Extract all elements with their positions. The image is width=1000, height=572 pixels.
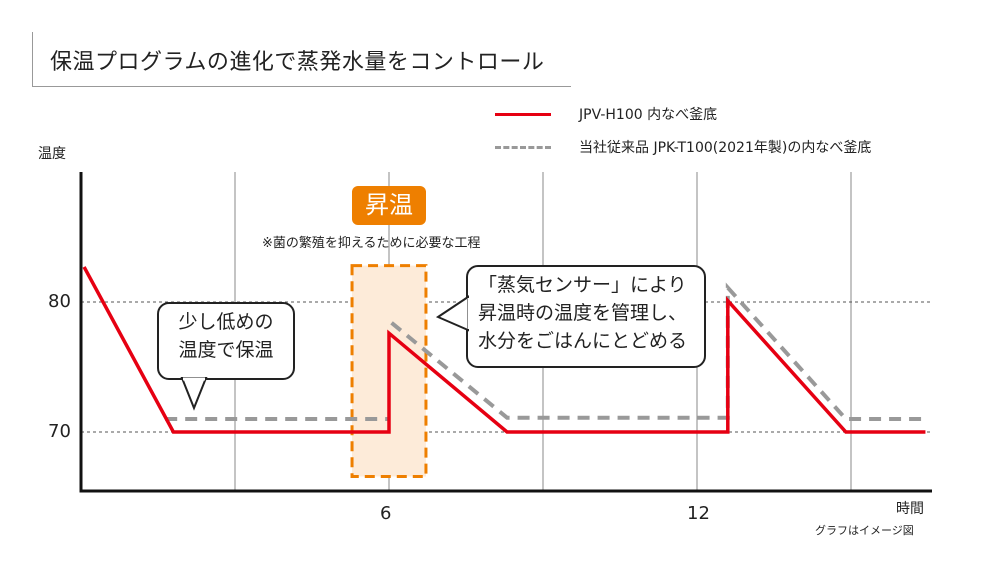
chart-title: 保温プログラムの進化で蒸発水量をコントロール (50, 50, 545, 75)
legend-label: JPV-H100 内なべ釜底 (579, 107, 718, 123)
callout-low-temp: 少し低めの 温度で保温 (157, 302, 295, 380)
x-tick-6: 6 (380, 503, 392, 524)
legend-item-jpv: JPV-H100 内なべ釜底 (495, 104, 717, 124)
legend-swatch-dashed (495, 145, 551, 149)
callout-line: 「蒸気センサー」により (478, 274, 687, 296)
title-frame (32, 32, 571, 87)
heating-note: ※菌の繁殖を抑えるために必要な工程 (262, 236, 481, 251)
callout-line: 昇温時の温度を管理し、 (478, 302, 688, 324)
y-tick-70: 70 (48, 421, 71, 442)
legend-label: 当社従来品 JPK-T100(2021年製)の内なべ釜底 (579, 140, 872, 156)
legend-swatch-solid (495, 112, 551, 116)
y-tick-80: 80 (48, 291, 71, 312)
series-line-jpv (82, 266, 926, 434)
heating-badge: 昇温 (352, 186, 426, 225)
callout-line: 温度で保温 (178, 339, 274, 361)
series-line-jpk (390, 282, 926, 421)
y-axis-label: 温度 (38, 146, 66, 162)
callout-line: 少し低めの (178, 311, 274, 333)
image-note: グラフはイメージ図 (815, 524, 914, 537)
legend-item-jpk: 当社従来品 JPK-T100(2021年製)の内なべ釜底 (495, 137, 871, 157)
x-axis-label: 時間 (896, 501, 924, 517)
callout-steam-sensor: 「蒸気センサー」により 昇温時の温度を管理し、 水分をごはんにとどめる (466, 265, 706, 368)
callout-line: 水分をごはんにとどめる (478, 330, 688, 352)
x-tick-12: 12 (687, 503, 710, 524)
